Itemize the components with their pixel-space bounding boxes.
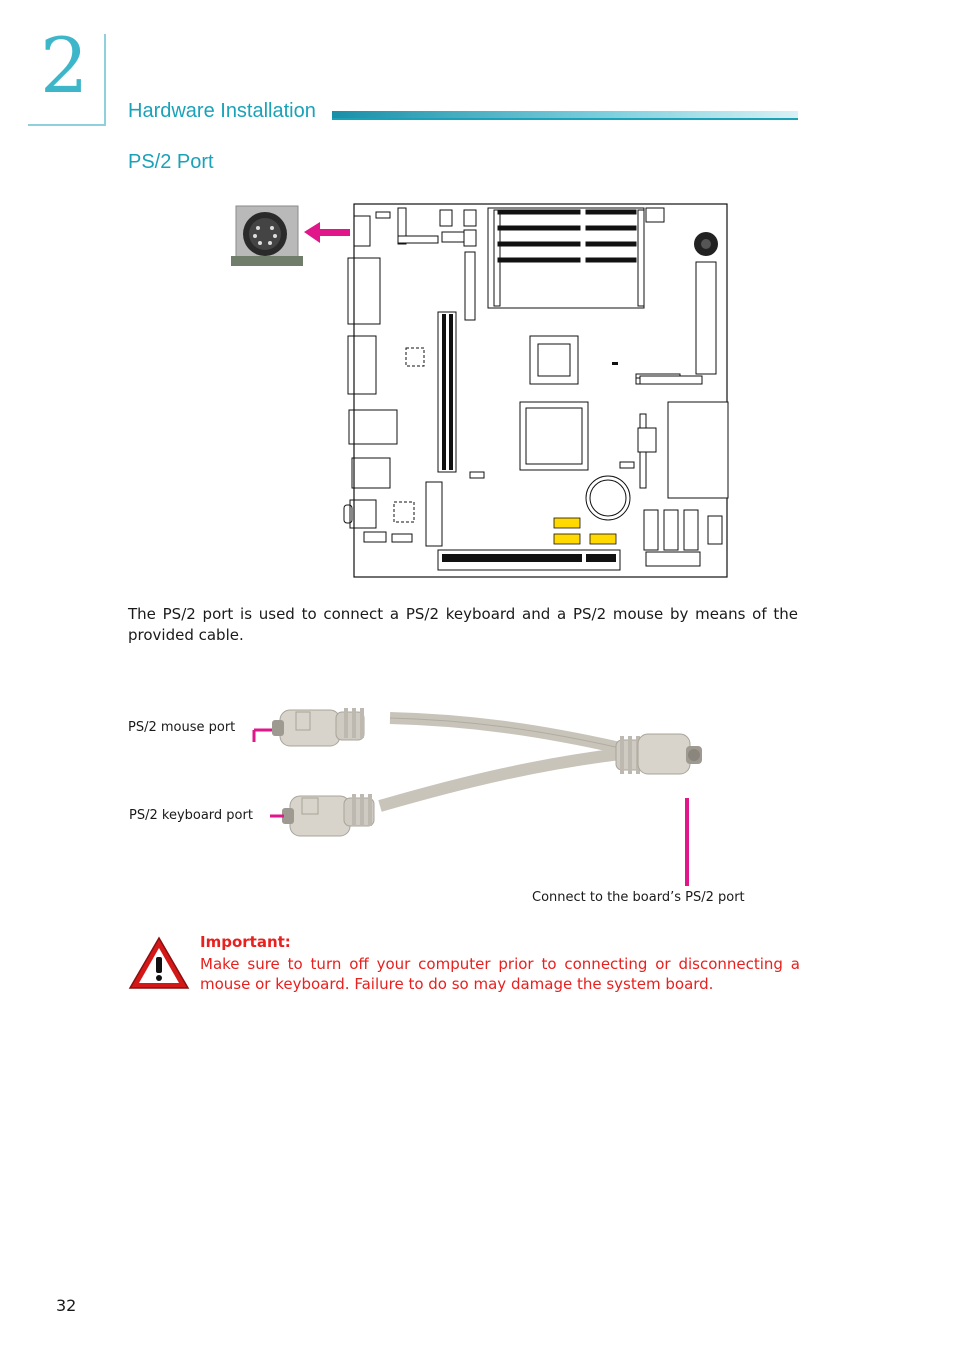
board-plug [615,733,702,775]
mouse-port-label: PS/2 mouse port [128,720,236,735]
warning-icon [128,936,190,989]
keyboard-port-label: PS/2 keyboard port [129,808,253,823]
mouse-plug [272,708,365,747]
page-number: 32 [56,1296,77,1315]
chapter-box [28,34,106,126]
chapter-number: 2 [40,21,89,110]
ps2-y-cable-illustration [252,708,702,886]
connect-board-label: Connect to the board’s PS/2 port [532,890,745,905]
section-title: Hardware Installation [128,100,316,122]
important-text: Make sure to turn off your computer prio… [200,955,800,993]
title-decoration-bar [332,111,798,120]
pointer-arrow [304,222,350,243]
important-heading: Important: [200,933,291,951]
motherboard-diagram [231,203,729,578]
keyboard-plug [282,794,375,837]
ps2-connector-photo [231,205,303,266]
description-paragraph: The PS/2 port is used to connect a PS/2 … [128,605,798,644]
subsection-title: PS/2 Port [128,151,214,173]
